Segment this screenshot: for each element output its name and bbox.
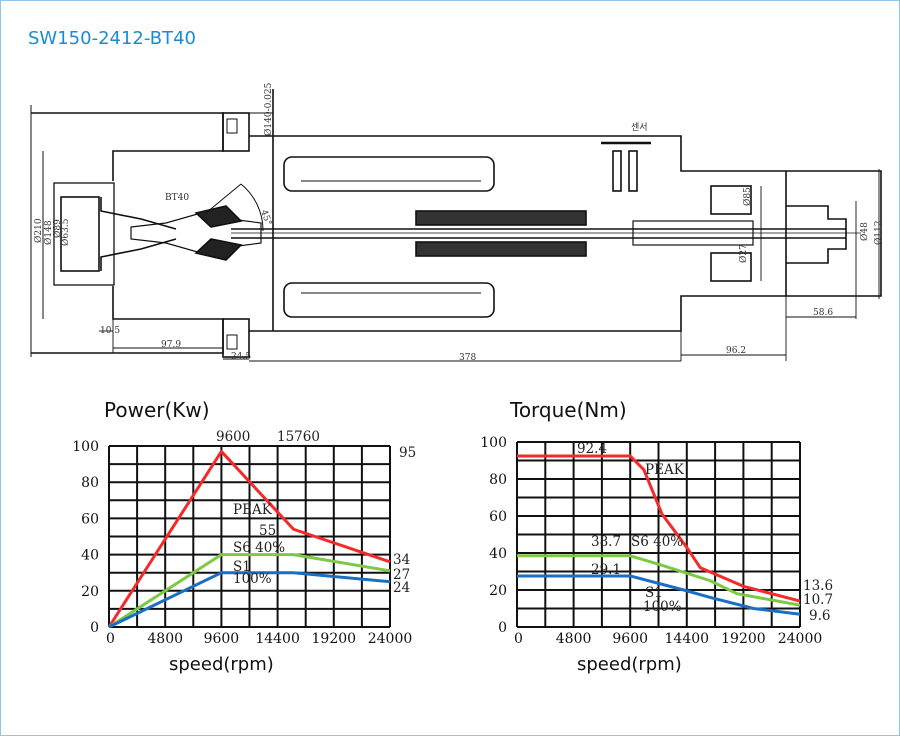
series-line-peak (517, 454, 801, 603)
x-tick-label: 19200 (312, 631, 357, 647)
annotation-label: PEAK (233, 502, 273, 518)
annotation-label: 9600 (216, 429, 250, 445)
dim-d140: Ø140-0.025 (263, 82, 274, 136)
dim-d27: Ø27 (738, 244, 749, 263)
power-chart: Power(Kw) speed(rpm) 0 20 40 60 80 100 0 4800 96… (72, 398, 416, 675)
y-tick-label: 40 (489, 546, 507, 562)
annotation-label: S1 (645, 585, 663, 601)
label-sensor: 센서 (631, 122, 648, 133)
x-tick-label: 0 (514, 631, 523, 647)
x-tick-label: 24000 (778, 631, 823, 647)
annotation-label: 100% (233, 571, 272, 587)
model-title: SW150-2412-BT40 (28, 28, 196, 49)
drawing-outline (30, 89, 882, 362)
dim-d112: Ø112 (873, 220, 884, 245)
annotation-label: 15760 (277, 429, 320, 445)
annotation-label: 92.4 (577, 441, 607, 457)
series-line-s1-100- (108, 571, 391, 629)
dim-d48: Ø48 (859, 222, 870, 241)
torque-chart-xlabel: speed(rpm) (577, 654, 682, 675)
y-tick-label: 100 (72, 439, 99, 455)
x-tick-label: 9600 (612, 631, 648, 647)
x-tick-label: 24000 (368, 631, 413, 647)
series-line-s6-40- (108, 553, 391, 629)
y-tick-label: 0 (498, 620, 507, 636)
drawing-dimensions: Ø210 Ø148 Ø89 Ø63.5 BT40 45° Ø140-0.025 … (33, 82, 884, 363)
y-tick-label: 100 (480, 435, 507, 451)
dim-10-5: 10.5 (100, 326, 120, 336)
y-tick-label: 40 (81, 548, 99, 564)
annotation-label: 38.7 (591, 534, 621, 550)
annotation-label: S1 (233, 559, 251, 575)
annotation-label: 9.6 (809, 608, 830, 624)
power-chart-title: Power(Kw) (104, 398, 210, 422)
annotation-label: 27 (393, 567, 410, 583)
series-line-peak (107, 449, 391, 628)
annotation-label: S6 40% (631, 534, 683, 550)
x-tick-label: 9600 (204, 631, 240, 647)
annotation-label: 100% (643, 599, 682, 615)
series-line-s1-100- (517, 574, 801, 616)
x-tick-label: 4800 (556, 631, 592, 647)
y-tick-label: 60 (489, 509, 507, 525)
x-tick-label: 19200 (721, 631, 766, 647)
torque-chart: Torque(Nm) speed(rpm) 0 20 40 60 80 100 0 4800 9… (480, 398, 833, 675)
dim-d210: Ø210 (33, 218, 44, 243)
series-line-s6-40- (517, 554, 801, 607)
dim-d89: Ø89 (52, 219, 63, 238)
y-tick-label: 20 (489, 583, 507, 599)
annotation-label: S6 40% (233, 540, 285, 556)
annotation-label: 13.6 (803, 578, 833, 594)
dim-d148: Ø148 (43, 220, 54, 245)
annotation-label: PEAK (645, 462, 685, 478)
annotation-label: 24 (393, 580, 410, 596)
y-tick-label: 80 (489, 472, 507, 488)
power-chart-xlabel: speed(rpm) (169, 654, 274, 675)
y-tick-label: 0 (90, 620, 99, 636)
y-tick-label: 60 (81, 511, 99, 527)
dim-24-5: 24.5 (231, 352, 251, 362)
x-tick-label: 0 (106, 631, 115, 647)
x-tick-label: 14400 (665, 631, 710, 647)
dim-96-2: 96.2 (726, 346, 746, 356)
dim-d63: Ø63.5 (60, 218, 71, 246)
annotation-label: 29.1 (591, 562, 621, 578)
x-tick-label: 14400 (255, 631, 300, 647)
dim-58-6: 58.6 (813, 308, 833, 318)
dim-378: 378 (459, 353, 476, 363)
y-tick-label: 20 (81, 584, 99, 600)
annotation-label: 10.7 (803, 592, 833, 608)
annotation-label: 55 (259, 523, 276, 539)
x-tick-label: 4800 (147, 631, 183, 647)
y-tick-label: 80 (81, 475, 99, 491)
dim-d85: Ø85 (742, 187, 753, 206)
annotation-label: 34 (393, 552, 410, 568)
annotation-label: 95 (399, 445, 416, 461)
dim-97-9: 97.9 (161, 340, 181, 350)
label-bt40: BT40 (165, 193, 189, 203)
torque-chart-title: Torque(Nm) (509, 398, 627, 422)
